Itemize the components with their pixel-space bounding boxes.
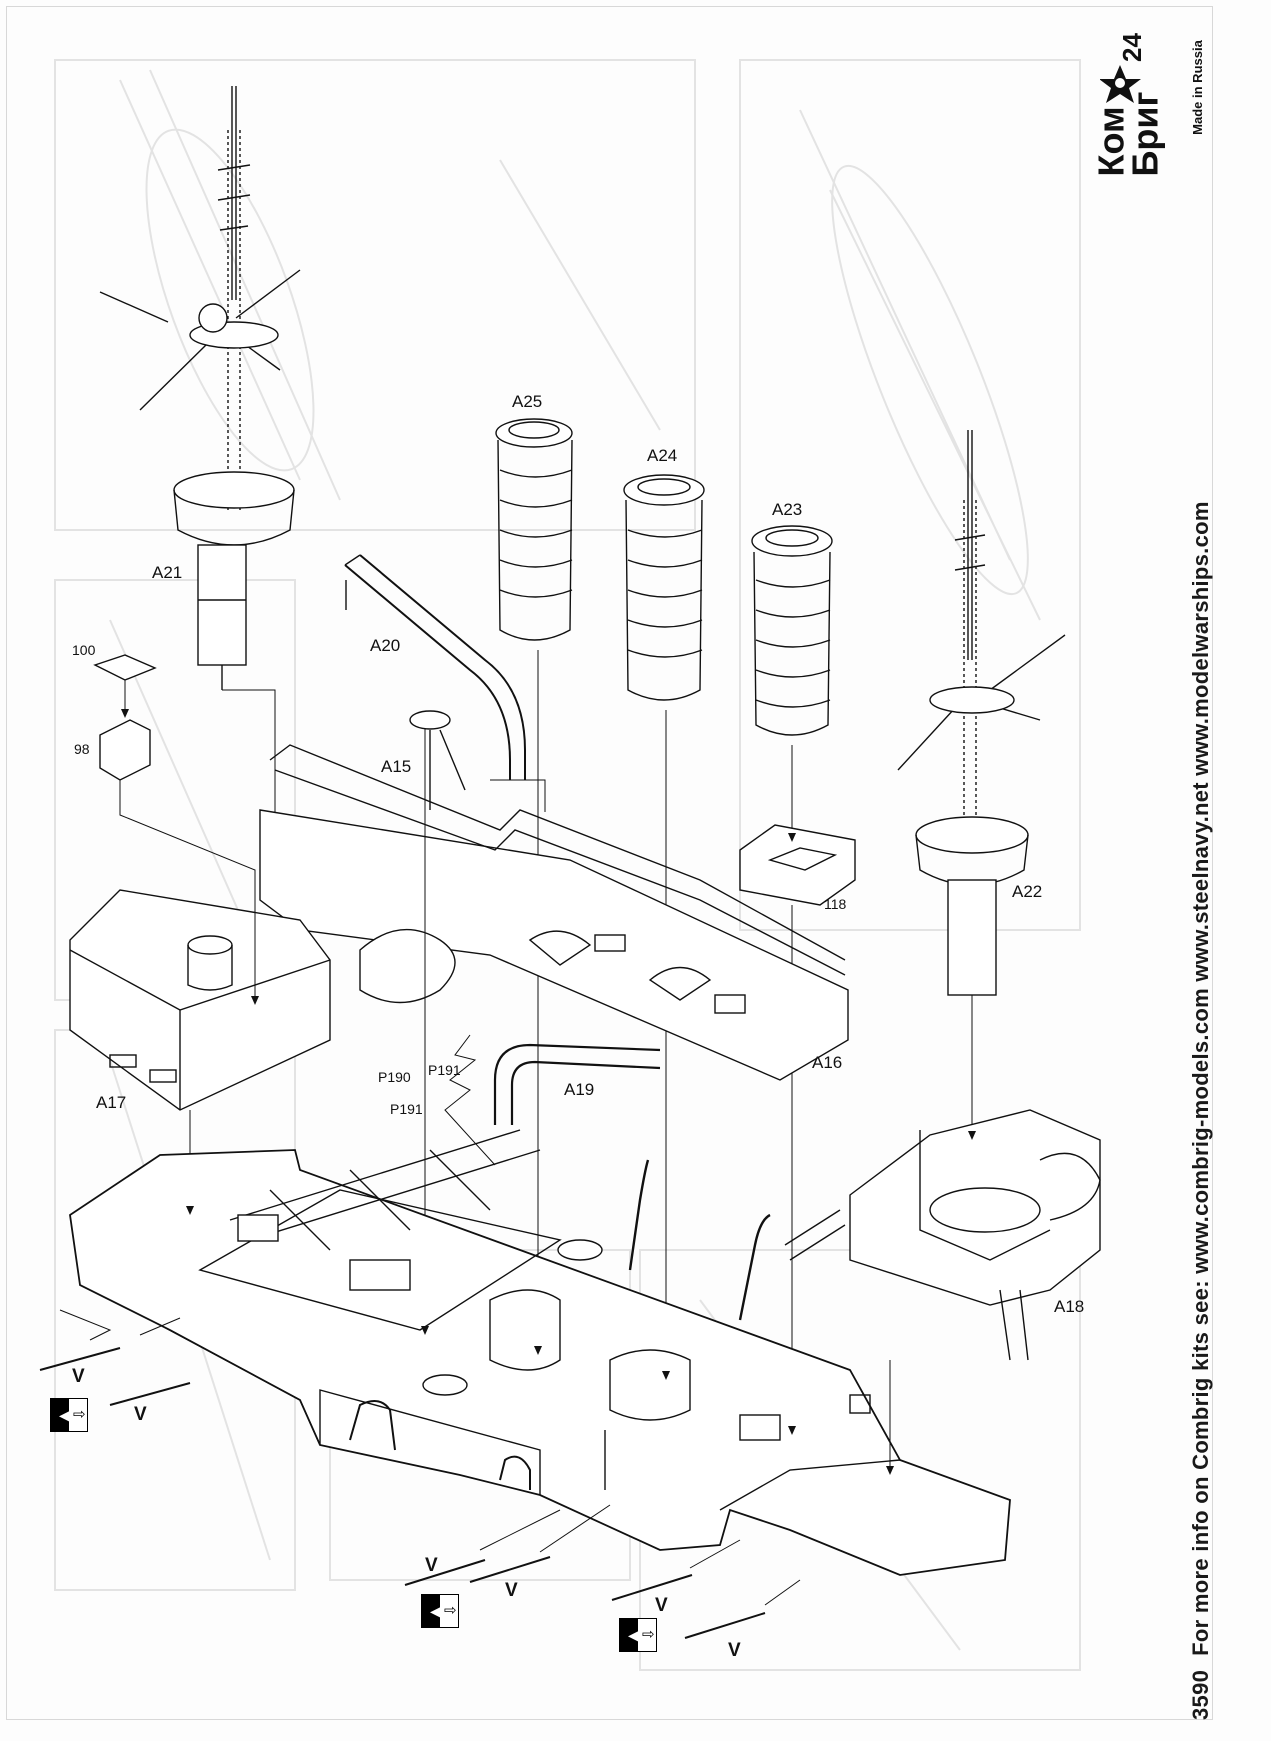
footer-info: 3590 For more info on Combrig kits see: w… <box>1188 487 1214 1720</box>
leader-arrows <box>121 709 976 1475</box>
label-a22: A22 <box>1012 882 1043 901</box>
sheet-code: 3590 <box>1188 1669 1213 1720</box>
funnel-a24 <box>623 474 705 1375</box>
gun-barrels <box>39 1309 801 1639</box>
brand-logo <box>1100 65 1141 103</box>
callout-v-2: V <box>134 1404 147 1425</box>
platform-a15 <box>409 710 466 810</box>
label-part-p191-lower: P191 <box>390 1101 423 1117</box>
funnel-a25 <box>495 418 573 1350</box>
label-a16: A16 <box>812 1053 843 1072</box>
photo-etch-direction-icon: ◀⇨ <box>421 1594 459 1628</box>
callout-v-1: V <box>72 1366 85 1387</box>
label-a21: A21 <box>152 563 183 582</box>
label-a23: A23 <box>772 500 803 519</box>
label-part-p191-upper: P191 <box>428 1062 461 1078</box>
mast-a21 <box>99 86 301 891</box>
label-a17: A17 <box>96 1093 127 1112</box>
bridge-deck-a16 <box>259 720 849 1330</box>
superstructure-a18 <box>784 1109 1101 1361</box>
brand-name-line2: Бриг <box>1124 91 1166 177</box>
label-a20: A20 <box>370 636 401 655</box>
label-part-100: 100 <box>72 642 96 658</box>
sheet-frame <box>6 6 1213 1720</box>
funnel-a23 <box>751 525 833 840</box>
callout-v-3: V <box>425 1555 438 1576</box>
photo-etch-direction-icon: ◀⇨ <box>50 1398 88 1432</box>
label-a19: A19 <box>564 1080 595 1099</box>
label-a24: A24 <box>647 446 678 465</box>
page-number: 24 <box>1116 33 1147 62</box>
photo-etch-direction-icon: ◀⇨ <box>619 1618 657 1652</box>
label-part-p190: P190 <box>378 1069 411 1085</box>
parts-98-100 <box>93 654 256 1000</box>
star-anchor-icon <box>1100 65 1141 103</box>
crane-a20 <box>344 554 546 812</box>
ventilator-a19 <box>444 1034 661 1166</box>
info-text: For more info on Combrig kits see: www.c… <box>1188 501 1213 1656</box>
label-a15: A15 <box>381 757 412 776</box>
hull-deck <box>69 1129 1011 1576</box>
callout-v-4: V <box>505 1580 518 1601</box>
label-a18: A18 <box>1054 1297 1085 1316</box>
label-part-98: 98 <box>74 741 90 757</box>
brand-tagline: Made in Russia <box>1189 40 1205 135</box>
mast-a22 <box>897 430 1066 1135</box>
label-part-118: 118 <box>824 896 847 912</box>
callout-v-6: V <box>728 1640 741 1661</box>
callout-v-5: V <box>655 1595 668 1616</box>
brand-name: Ком Бриг <box>1091 91 1166 177</box>
superstructure-a17 <box>69 889 331 1210</box>
label-a25: A25 <box>512 392 543 411</box>
